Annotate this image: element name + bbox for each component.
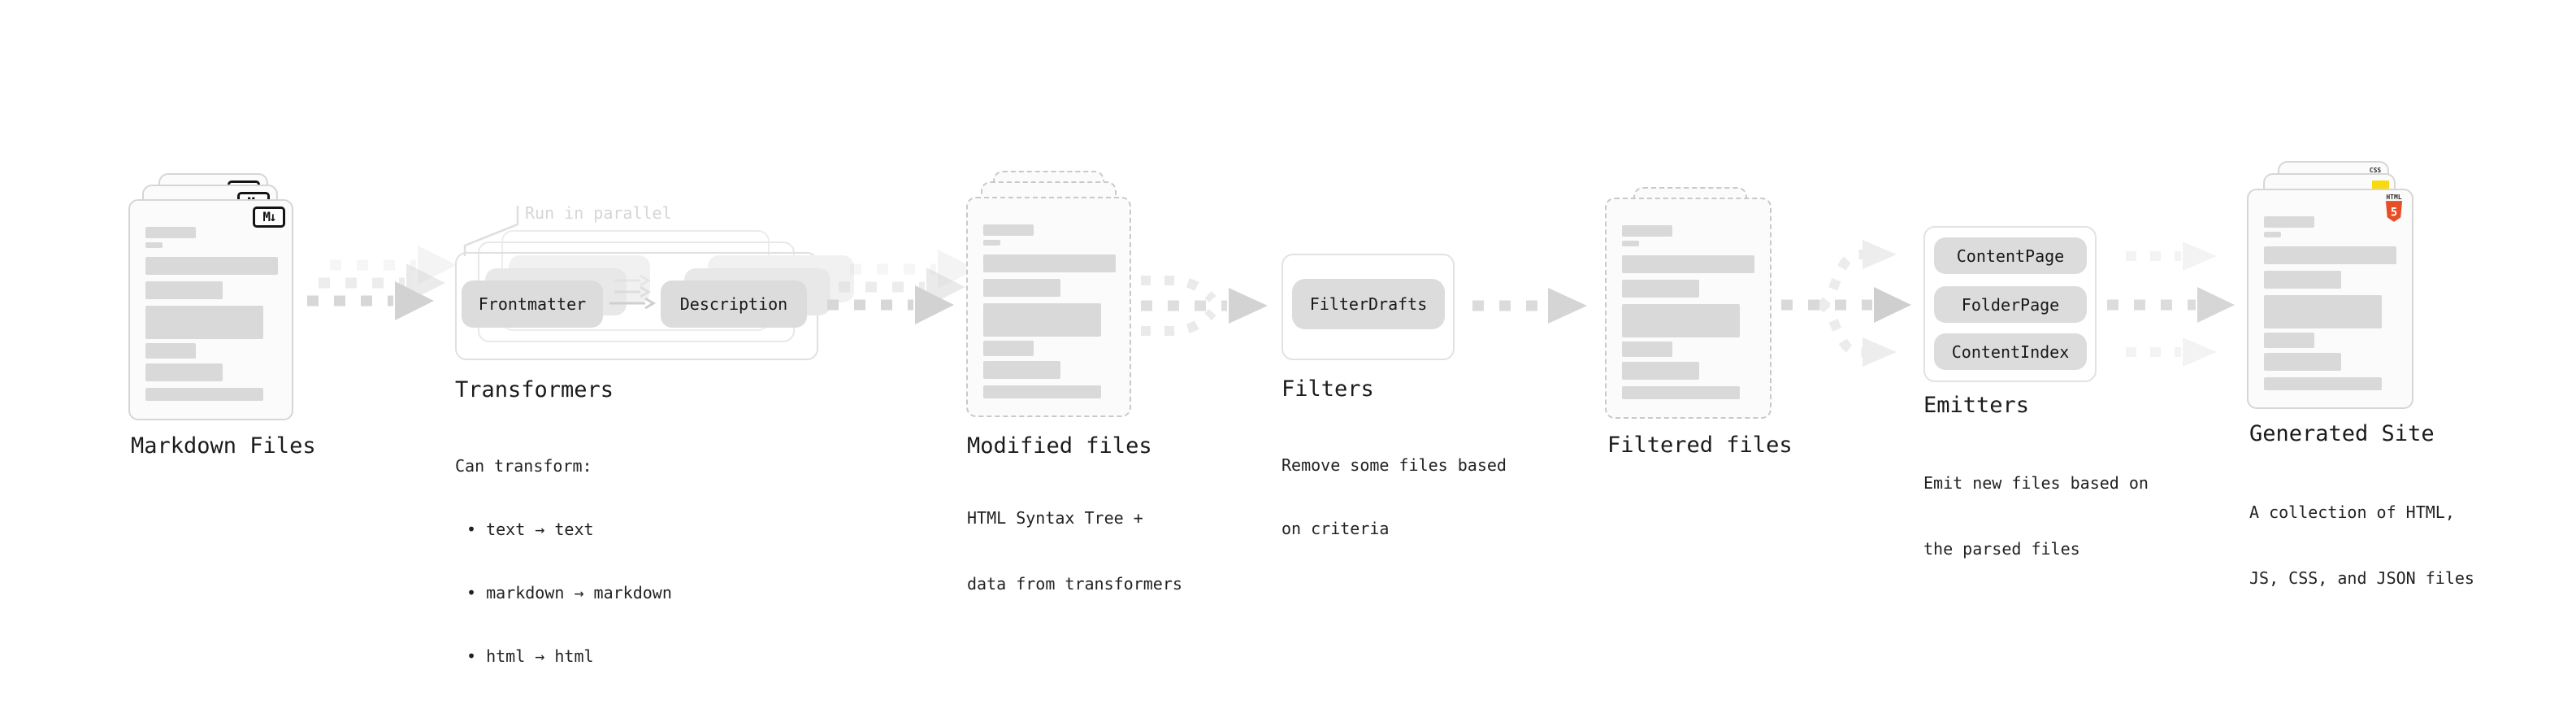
- frontmatter-chip: Frontmatter: [462, 281, 603, 328]
- transformers-description: Can transform: • text → text • markdown …: [455, 413, 672, 709]
- file-card-front-html: HTML 5: [2247, 189, 2413, 409]
- placeholder-bar: [1622, 241, 1639, 246]
- filters-label: Filters: [1281, 376, 1374, 402]
- html5-icon: HTML 5: [2384, 194, 2404, 225]
- arrow-markdown-to-transformers: [307, 246, 457, 320]
- run-in-parallel-callout-line: [463, 206, 519, 256]
- placeholder-bar: [145, 388, 263, 401]
- placeholder-bar: [1622, 386, 1740, 399]
- file-card-front: [966, 197, 1131, 417]
- placeholder-bar: [1622, 280, 1699, 298]
- arrow-filtered-to-emitters-split: [1781, 240, 1911, 367]
- markdown-icon: M↓: [253, 207, 285, 228]
- generated-site-description: A collection of HTML, JS, CSS, and JSON …: [2249, 502, 2474, 588]
- placeholder-bar: [1622, 341, 1672, 357]
- placeholder-bar: [983, 303, 1101, 337]
- placeholder-bar: [2264, 271, 2341, 289]
- document-placeholder-lines: [1622, 225, 1754, 399]
- placeholder-bar: [145, 257, 278, 275]
- file-card-front: M↓: [128, 199, 293, 420]
- js-file-icon: [2372, 181, 2389, 190]
- placeholder-bar: [2264, 246, 2396, 264]
- placeholder-bar: [145, 242, 163, 248]
- bullet-item: • markdown → markdown: [466, 583, 672, 602]
- description-chip: Description: [661, 281, 807, 328]
- emitters-box: [1923, 226, 2097, 382]
- generated-site-label: Generated Site: [2249, 421, 2435, 446]
- emitters-description: Emit new files based on the parsed files: [1923, 473, 2149, 559]
- placeholder-bar: [145, 281, 223, 299]
- placeholder-bar: [983, 279, 1060, 297]
- placeholder-bar: [1622, 304, 1740, 337]
- bullet-item: • text → text: [466, 520, 594, 539]
- modified-files-node: [966, 171, 1131, 418]
- transformers-node: Frontmatter Description: [455, 230, 854, 360]
- placeholder-bar: [145, 343, 196, 359]
- document-placeholder-lines: [145, 227, 278, 401]
- filterdrafts-chip: FilterDrafts: [1292, 279, 1445, 329]
- placeholder-bar: [983, 224, 1034, 236]
- pipeline-diagram: M↓ M↓ M↓ Markdown Files Frontmat: [128, 161, 2474, 666]
- contentindex-chip: ContentIndex: [1934, 333, 2087, 370]
- can-transform-title: Can transform:: [455, 456, 592, 476]
- placeholder-bar: [983, 254, 1116, 272]
- placeholder-bar: [2264, 377, 2382, 390]
- filters-node: FilterDrafts: [1281, 254, 1455, 360]
- placeholder-bar: [983, 240, 1000, 246]
- generated-site-node: CSS HTML 5: [2247, 161, 2413, 409]
- placeholder-bar: [2264, 232, 2281, 237]
- emitters-node: ContentPage FolderPage ContentIndex: [1923, 226, 2097, 382]
- transformers-label: Transformers: [455, 377, 614, 402]
- placeholder-bar: [983, 385, 1101, 398]
- document-placeholder-lines: [983, 224, 1116, 398]
- file-card-front: [1605, 198, 1772, 419]
- markdown-files-label: Markdown Files: [131, 433, 316, 459]
- run-in-parallel-label: Run in parallel: [525, 203, 672, 223]
- placeholder-bar: [145, 306, 263, 339]
- arrow-transformers-to-modified: [827, 250, 977, 324]
- modified-files-label: Modified files: [967, 433, 1152, 459]
- placeholder-bar: [1622, 225, 1672, 237]
- folderpage-chip: FolderPage: [1934, 286, 2087, 323]
- bullet-item: • html → html: [466, 646, 594, 666]
- placeholder-bar: [2264, 216, 2314, 228]
- document-placeholder-lines: [2264, 216, 2396, 390]
- placeholder-bar: [1622, 255, 1754, 273]
- placeholder-bar: [145, 363, 223, 381]
- placeholder-bar: [1622, 362, 1699, 380]
- placeholder-bar: [2264, 295, 2382, 328]
- arrow-emitters-to-site: [2107, 241, 2235, 367]
- arrow-modified-to-filters-merge: [1141, 276, 1268, 336]
- filtered-files-node: [1605, 187, 1772, 419]
- svg-text:5: 5: [2391, 207, 2397, 220]
- filtered-files-label: Filtered files: [1607, 433, 1793, 458]
- placeholder-bar: [2264, 333, 2314, 348]
- transform-arrows-icon: [609, 274, 656, 310]
- placeholder-bar: [983, 341, 1034, 356]
- filters-box: [1281, 254, 1455, 360]
- filters-description: Remove some files based on criteria: [1281, 455, 1507, 538]
- contentpage-chip: ContentPage: [1934, 237, 2087, 274]
- modified-files-description: HTML Syntax Tree + data from transformer…: [967, 508, 1182, 594]
- arrow-filters-to-filtered: [1472, 288, 1587, 324]
- placeholder-bar: [145, 227, 196, 238]
- placeholder-bar: [983, 361, 1060, 379]
- placeholder-bar: [2264, 353, 2341, 371]
- emitters-label: Emitters: [1923, 393, 2030, 418]
- markdown-files-node: M↓ M↓ M↓: [128, 173, 293, 420]
